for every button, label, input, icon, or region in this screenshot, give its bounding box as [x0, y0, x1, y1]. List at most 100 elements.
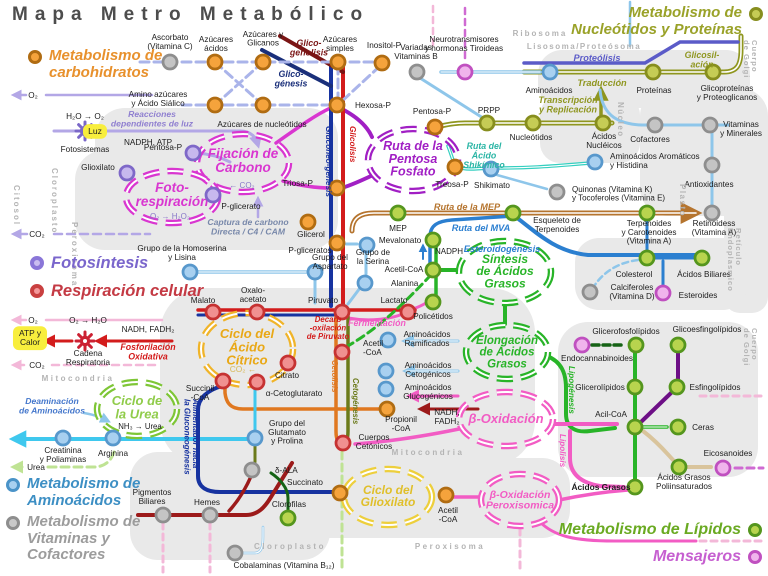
label-reticulo: RetículoEndoplasmico	[726, 228, 743, 292]
label-cetogenesis: Cetogénesis	[351, 378, 360, 425]
station-antioxidantes[interactable]	[703, 156, 721, 174]
station-ascorbato[interactable]	[161, 53, 179, 71]
station-cobalaminas[interactable]	[226, 544, 244, 562]
station-propionil-coa[interactable]	[378, 400, 396, 418]
station-glicerolipidos[interactable]	[626, 378, 644, 396]
station-aa-cetogenicos[interactable]	[377, 362, 395, 380]
station-ceras[interactable]	[669, 418, 687, 436]
station-arginina[interactable]	[104, 429, 122, 447]
station-aa-ramificados[interactable]	[379, 331, 397, 349]
station-citrato[interactable]	[279, 354, 297, 372]
station-glicerol[interactable]	[299, 213, 317, 231]
station-acetil-coa-glioxilato[interactable]	[437, 486, 455, 504]
station-oxaloacetato[interactable]	[248, 303, 266, 321]
station-pentosa-p-cloroplasto[interactable]	[184, 144, 202, 162]
station-azucares-simples[interactable]	[329, 53, 347, 71]
station-azucares-acidos[interactable]	[206, 53, 224, 71]
line-clorofilas-line	[269, 471, 290, 515]
station-aa-glucogenicos[interactable]	[377, 380, 395, 398]
line-proteolisis-line	[522, 40, 740, 65]
station-acetil-coa-mito[interactable]	[333, 343, 351, 361]
station-lactato[interactable]	[399, 303, 417, 321]
mensajeros-line-icon	[748, 550, 762, 564]
station-aminoacidos[interactable]	[541, 63, 559, 81]
label-urea: Urea	[27, 463, 45, 472]
station-creatinina[interactable]	[54, 429, 72, 447]
station-acidos-nucleicos[interactable]	[594, 114, 612, 132]
station-hemes[interactable]	[201, 506, 219, 524]
station-inositol-p[interactable]	[373, 54, 391, 72]
station-vitaminas-minerales[interactable]	[701, 116, 719, 134]
station-amino-azucares[interactable]	[206, 96, 224, 114]
station-glicerofosfolipidos[interactable]	[627, 336, 645, 354]
station-malato[interactable]	[204, 303, 222, 321]
station-shikimato[interactable]	[482, 160, 500, 178]
station-grupo-aspartato[interactable]	[306, 263, 324, 281]
station-succinato[interactable]	[331, 484, 349, 502]
station-clorofilas[interactable]	[279, 509, 297, 527]
station-piruvato[interactable]	[333, 303, 351, 321]
station-pentosa-p-ppp[interactable]	[426, 118, 444, 136]
station-acil-coa[interactable]	[626, 418, 644, 436]
station-esteroides[interactable]	[654, 284, 672, 302]
station-pigmentos-biliares[interactable]	[154, 506, 172, 524]
station-nucleotidos[interactable]	[524, 114, 542, 132]
label-glicosil: Glicosil-ación	[685, 50, 720, 70]
label-cloroplasto: Cloroplasto	[254, 542, 326, 551]
station-retinoides[interactable]	[703, 204, 721, 222]
station-esfingolipidos[interactable]	[668, 378, 686, 396]
label-citosol: Citosol	[12, 185, 21, 226]
station-endocannabinoides[interactable]	[573, 336, 591, 354]
station-glicoproteinas[interactable]	[704, 63, 722, 81]
station-p-glicerato[interactable]	[204, 186, 222, 204]
station-grupo-homoserina[interactable]	[181, 263, 199, 281]
station-triosa-p[interactable]	[328, 179, 346, 197]
station-mep[interactable]	[389, 204, 407, 222]
station-eicosanoides[interactable]	[714, 459, 732, 477]
station-terpenoides[interactable]	[638, 204, 656, 222]
station-delta-ala[interactable]	[243, 461, 261, 479]
station-acidos-biliares[interactable]	[693, 249, 711, 267]
station-succinil-coa[interactable]	[214, 372, 232, 390]
station-grupo-serina[interactable]	[358, 236, 376, 254]
station-glioxilato[interactable]	[118, 164, 136, 182]
region-nucleo	[540, 95, 640, 163]
label-colesterol: Colesterol	[616, 270, 653, 279]
station-treosa-p[interactable]	[446, 158, 464, 176]
station-quinonas[interactable]	[548, 183, 566, 201]
station-colesterol[interactable]	[638, 249, 656, 267]
station-policetidos[interactable]	[424, 293, 442, 311]
station-esqueleto-terpenoides[interactable]	[504, 204, 522, 222]
station-mevalonato[interactable]	[424, 231, 442, 249]
station-variadas-vitaminas-b[interactable]	[408, 63, 426, 81]
label-o-h-o-2: O₂ → H₂O	[69, 316, 107, 325]
label-ribosoma: Ribosoma	[513, 29, 568, 38]
station-aa-aromaticos[interactable]	[586, 153, 604, 171]
station-glicoesfingolipidos[interactable]	[669, 336, 687, 354]
station-acidos-grasos[interactable]	[626, 478, 644, 496]
station-hexosa-p[interactable]	[328, 96, 346, 114]
station-dobles-azucares[interactable]	[254, 53, 272, 71]
station-calciferoles[interactable]	[581, 283, 599, 301]
label-glicerol: Glicerol	[297, 230, 325, 239]
station-cuerpos-cetonicos[interactable]	[334, 434, 352, 452]
station-grupo-glutamato[interactable]	[246, 429, 264, 447]
station-cofactores[interactable]	[646, 116, 664, 134]
station-prpp[interactable]	[478, 114, 496, 132]
station-azucares-nucleotidos[interactable]	[254, 96, 272, 114]
line-lipolisis-line	[568, 429, 626, 489]
station-alfa-cetoglutarato[interactable]	[248, 373, 266, 391]
station-neurotransmisores[interactable]	[456, 63, 474, 81]
station-acidos-grasos-poli[interactable]	[670, 458, 688, 476]
station-alanina[interactable]	[356, 274, 374, 292]
station-proteinas[interactable]	[644, 63, 662, 81]
line-vitb-diag	[418, 76, 485, 120]
station-p-gliceratos[interactable]	[328, 234, 346, 252]
station-acetil-coa-fas[interactable]	[424, 261, 442, 279]
